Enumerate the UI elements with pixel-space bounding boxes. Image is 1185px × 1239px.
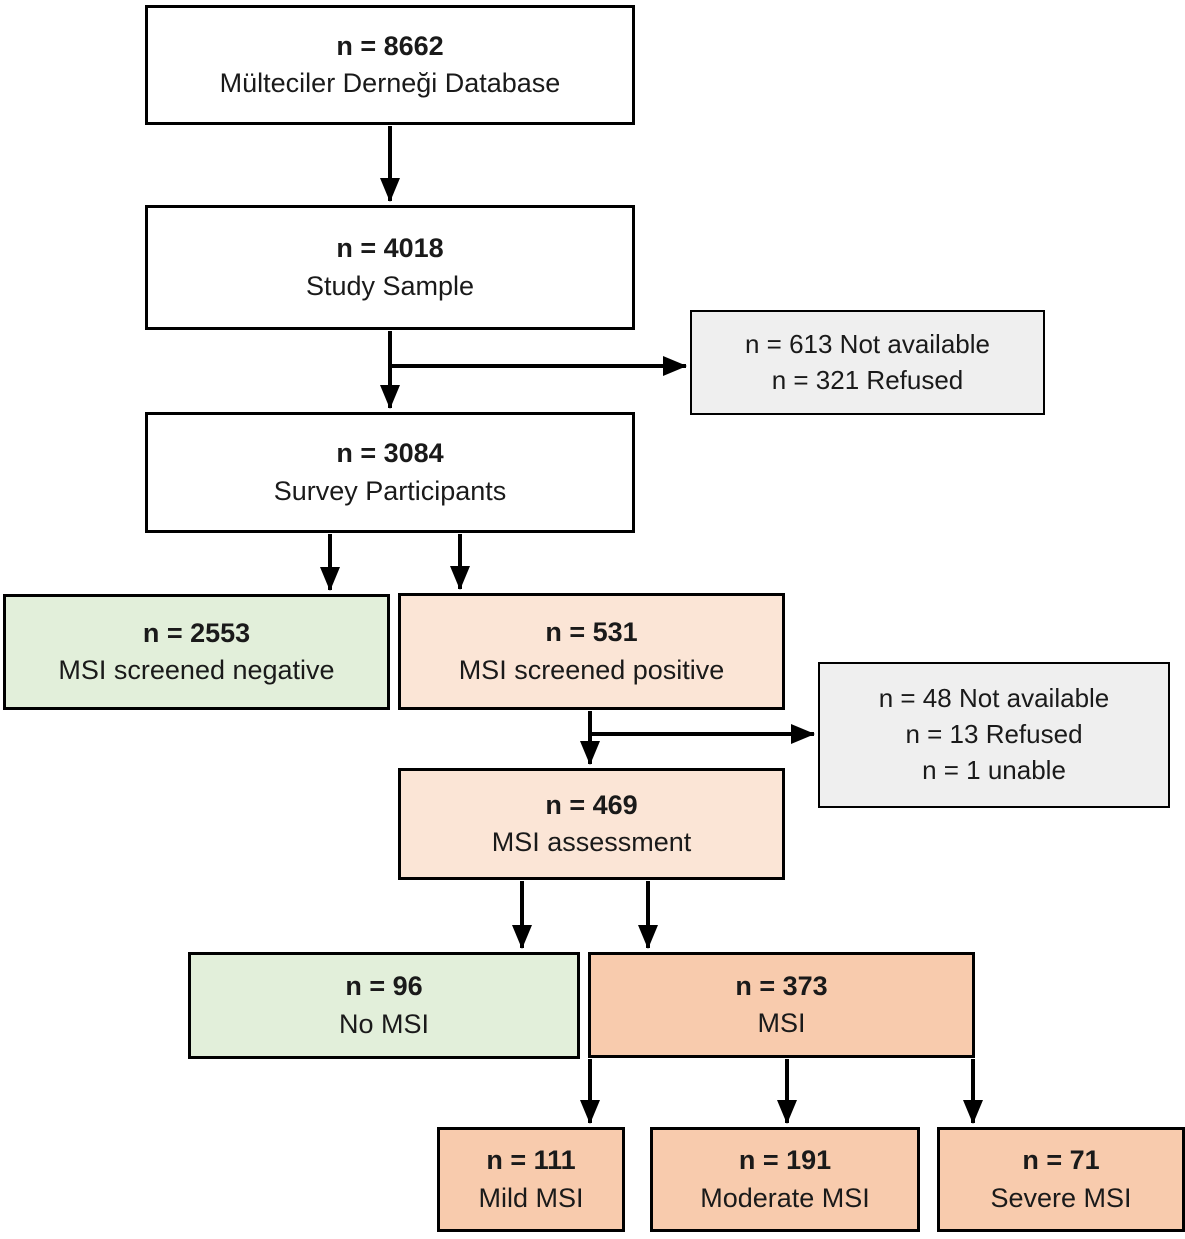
exclusion-line: n = 321 Refused — [771, 364, 964, 395]
node-screened-positive: n = 531 MSI screened positive — [398, 593, 785, 710]
node-count: n = 469 — [545, 789, 638, 820]
node-database: n = 8662 Mülteciler Derneği Database — [145, 5, 635, 125]
node-label: Mild MSI — [478, 1182, 584, 1213]
node-count: n = 96 — [345, 971, 423, 1002]
node-label: Moderate MSI — [700, 1182, 870, 1213]
exclusion-line: n = 613 Not available — [744, 328, 990, 359]
exclusion-line: n = 13 Refused — [905, 719, 1083, 750]
node-count: n = 531 — [545, 617, 638, 648]
node-study-sample: n = 4018 Study Sample — [145, 205, 635, 330]
node-label: Mülteciler Derneği Database — [219, 68, 561, 98]
node-count: n = 191 — [738, 1145, 832, 1176]
node-count: n = 71 — [1022, 1145, 1100, 1176]
node-count: n = 373 — [735, 970, 828, 1001]
node-msi-assessment: n = 469 MSI assessment — [398, 768, 785, 880]
node-label: MSI screened negative — [58, 655, 335, 685]
node-count: n = 111 — [486, 1145, 576, 1176]
exclusion-line: n = 1 unable — [922, 754, 1066, 785]
node-label: MSI — [757, 1008, 806, 1038]
node-count: n = 3084 — [336, 438, 444, 469]
node-msi: n = 373 MSI — [588, 952, 975, 1058]
node-count: n = 4018 — [336, 233, 444, 264]
node-no-msi: n = 96 No MSI — [188, 952, 580, 1059]
node-label: MSI screened positive — [458, 654, 725, 685]
node-label: No MSI — [338, 1008, 430, 1039]
node-mild-msi: n = 111 Mild MSI — [437, 1127, 625, 1232]
node-survey-participants: n = 3084 Survey Participants — [145, 412, 635, 533]
exclusion-line: n = 48 Not available — [878, 683, 1110, 714]
node-screened-negative: n = 2553 MSI screened negative — [3, 594, 390, 710]
node-severe-msi: n = 71 Severe MSI — [937, 1127, 1185, 1232]
node-label: Study Sample — [305, 270, 475, 301]
node-label: MSI assessment — [491, 827, 692, 857]
node-excluded-assessment: n = 48 Not available n = 13 Refused n = … — [818, 662, 1170, 808]
node-count: n = 8662 — [336, 30, 444, 61]
node-moderate-msi: n = 191 Moderate MSI — [650, 1127, 920, 1232]
node-label: Severe MSI — [990, 1182, 1132, 1213]
node-label: Survey Participants — [273, 475, 507, 506]
node-excluded-survey: n = 613 Not available n = 321 Refused — [690, 310, 1045, 415]
node-count: n = 2553 — [142, 617, 251, 648]
